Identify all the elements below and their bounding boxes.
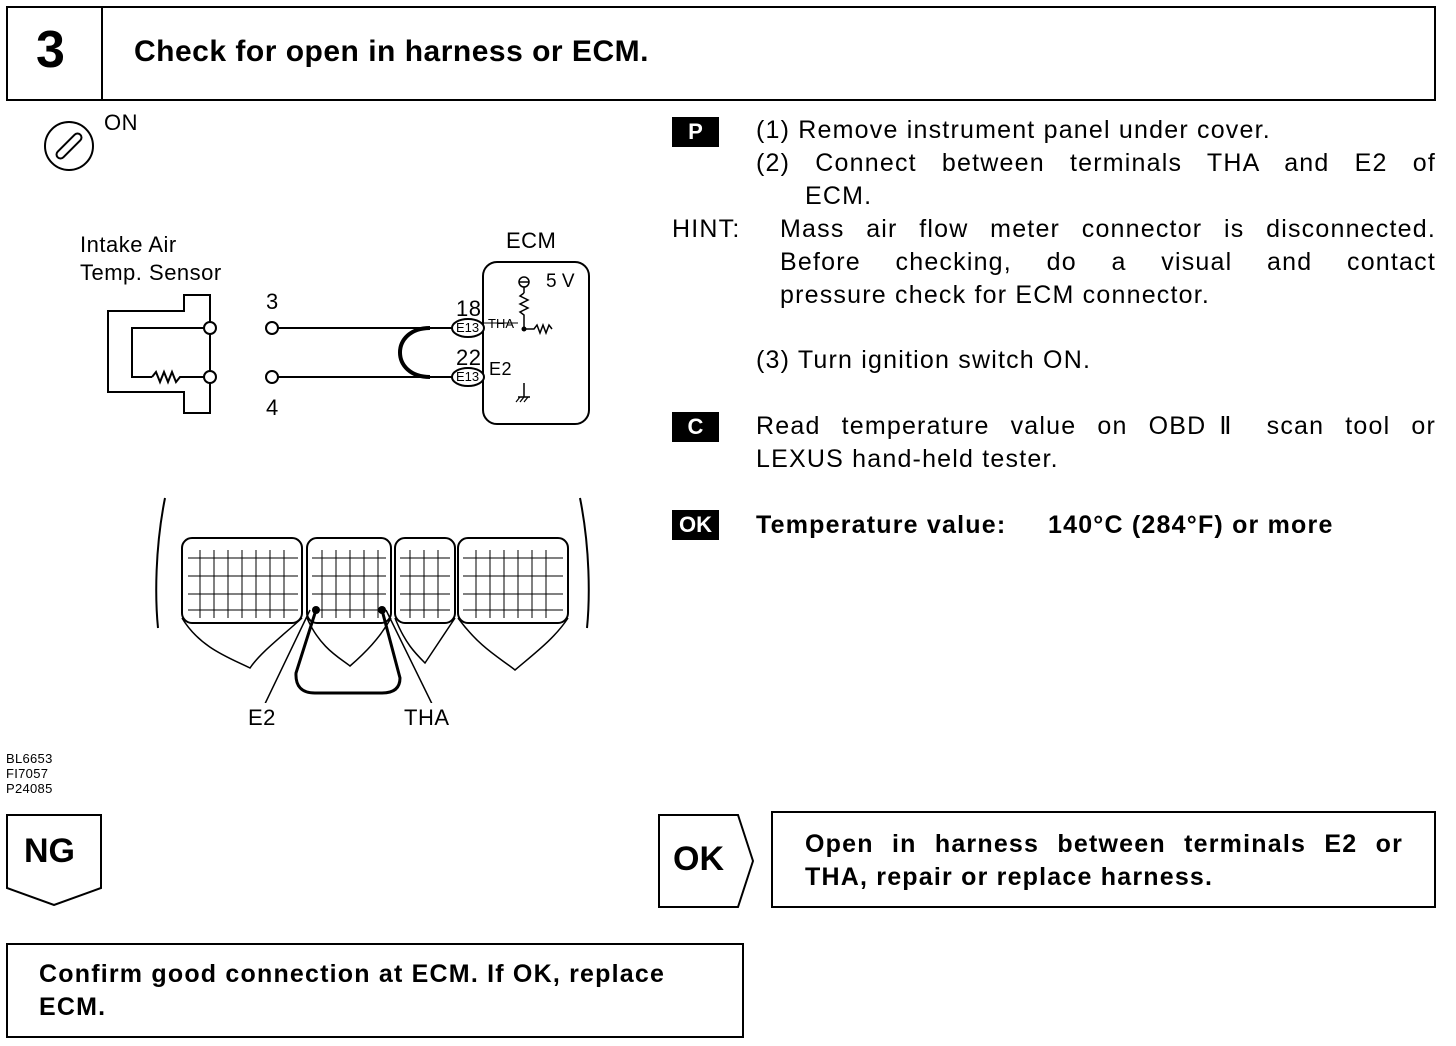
terminal-18-label: 18: [456, 296, 482, 321]
circuit-diagram: [107, 261, 590, 425]
figure-code-1: BL6653: [6, 751, 53, 766]
connector-e13-b: E13: [456, 369, 480, 384]
check-line1: Read temperature value on OBDⅡ scan tool…: [756, 412, 1436, 440]
check-c-badge: C: [672, 412, 719, 442]
ok-result-line1: Open in harness between terminals E2 or: [805, 830, 1403, 858]
instruction-step2-line1: (2) Connect between terminals THA and E2…: [756, 149, 1436, 177]
hint-line3: pressure check for ECM connector.: [780, 281, 1211, 309]
ignition-switch-icon: [44, 121, 94, 171]
figure-code-3: P24085: [6, 781, 53, 796]
ng-result-box: [6, 943, 744, 1038]
hint-line2: Before checking, do a visual and contact: [780, 248, 1436, 276]
connector-e13-a: E13: [456, 320, 480, 335]
ng-result-arrow: [6, 814, 102, 906]
ok-criterion-value: 140°C (284°F) or more: [1048, 511, 1334, 539]
instruction-step3: (3) Turn ignition switch ON.: [756, 346, 1092, 374]
ng-result-line2: ECM.: [39, 993, 107, 1021]
ecm-label: ECM: [506, 228, 557, 253]
ok-result-label: OK: [673, 840, 724, 878]
terminal-22-label: 22: [456, 345, 482, 370]
ok-result-arrow: [658, 814, 754, 908]
ng-label: NG: [24, 832, 75, 870]
connector-e2-label: E2: [248, 705, 276, 730]
step-title: Check for open in harness or ECM.: [134, 35, 649, 68]
check-line2: LEXUS hand-held tester.: [756, 445, 1059, 473]
connector-tha-label: THA: [404, 705, 450, 730]
instruction-step2-line2: ECM.: [805, 182, 873, 210]
ok-result-box: [771, 811, 1436, 908]
ng-result-line1: Confirm good connection at ECM. If OK, r…: [39, 960, 666, 988]
ok-badge: OK: [672, 510, 719, 540]
e2-terminal-label: E2: [489, 359, 513, 379]
procedure-p-badge: P: [672, 117, 719, 147]
voltage-label: 5 V: [546, 271, 575, 292]
ignition-on-label: ON: [104, 110, 138, 135]
step-divider: [101, 6, 103, 101]
figure-code-2: FI7057: [6, 766, 49, 781]
hint-label: HINT:: [672, 215, 741, 243]
step-header: [6, 6, 1436, 101]
ok-criterion-label: Temperature value:: [756, 511, 1007, 539]
ok-result-line2: THA, repair or replace harness.: [805, 863, 1214, 891]
hint-line1: Mass air flow meter connector is disconn…: [780, 215, 1436, 243]
sensor-label-line1: Intake Air: [80, 232, 177, 257]
sensor-label-line2: Temp. Sensor: [80, 260, 222, 285]
pin-4-label: 4: [266, 395, 279, 420]
tha-terminal-label: THA: [488, 316, 514, 331]
instruction-step1: (1) Remove instrument panel under cover.: [756, 116, 1271, 144]
pin-3-label: 3: [266, 289, 279, 314]
step-number: 3: [36, 21, 65, 79]
ecm-connector-illustration: [155, 497, 590, 703]
